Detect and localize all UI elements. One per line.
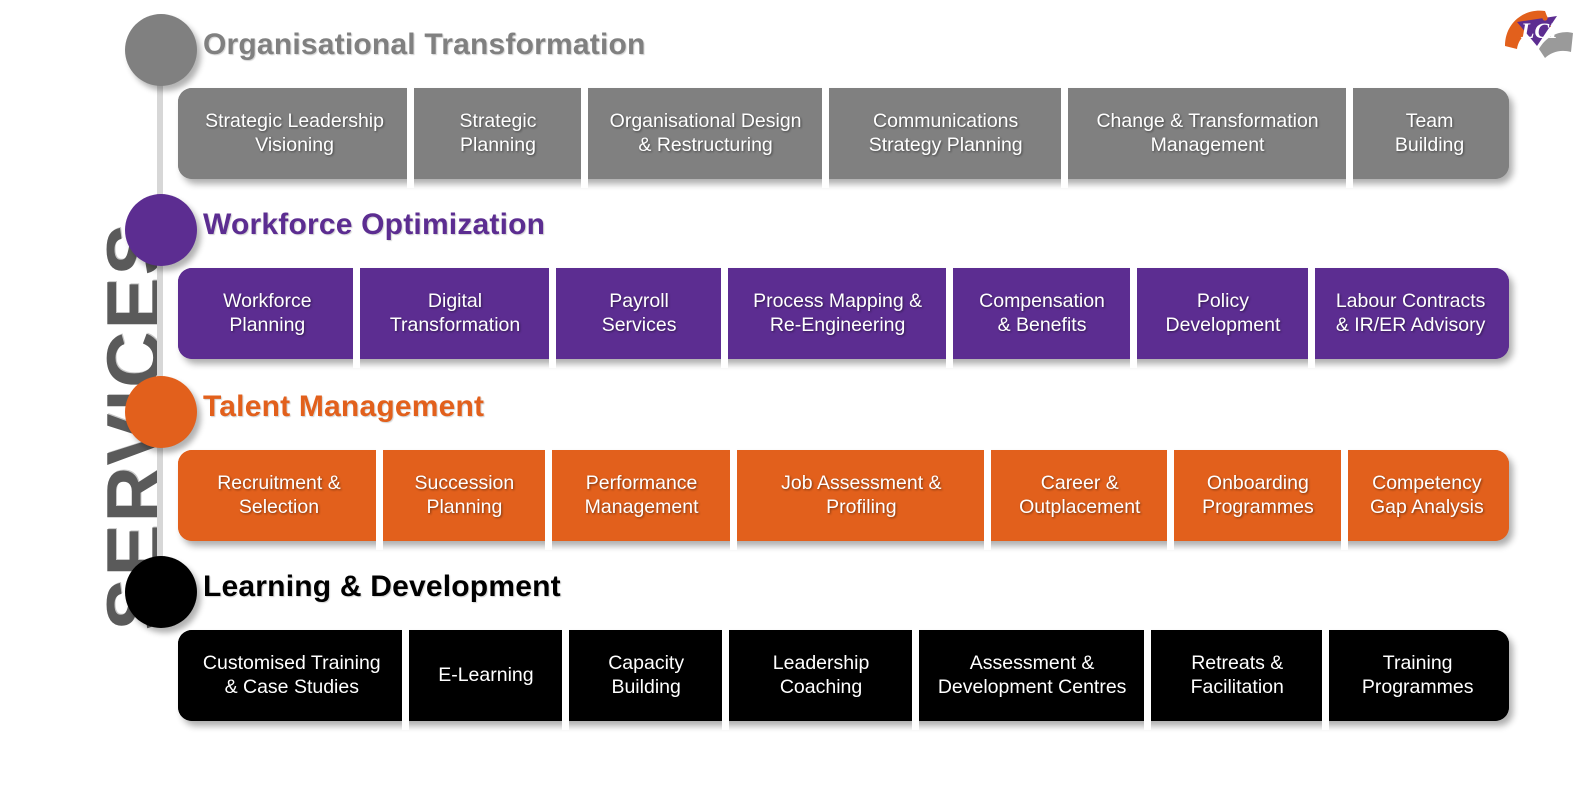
service-segment[interactable]: Strategic Leadership Visioning <box>178 88 412 179</box>
row-heading: Talent Management <box>203 390 485 423</box>
service-segment[interactable]: Strategic Planning <box>407 79 585 188</box>
row-heading: Learning & Development <box>203 570 561 603</box>
service-segment[interactable]: Assessment & Development Centres <box>912 621 1149 730</box>
service-segment[interactable]: Customised Training & Case Studies <box>178 630 406 721</box>
service-segment[interactable]: Recruitment & Selection <box>178 450 380 541</box>
row-bullet-circle <box>125 14 197 86</box>
service-segment[interactable]: Succession Planning <box>375 441 549 550</box>
service-segment[interactable]: Performance Management <box>544 441 735 550</box>
service-segment[interactable]: Process Mapping & Re-Engineering <box>720 259 951 368</box>
row-heading: Workforce Optimization <box>203 208 546 241</box>
row-bullet-circle <box>125 194 197 266</box>
service-segment[interactable]: Job Assessment & Profiling <box>730 441 989 550</box>
svg-text:LCI: LCI <box>1520 18 1559 43</box>
service-segment[interactable]: Change & Transformation Management <box>1061 79 1351 188</box>
service-segment[interactable]: Digital Transformation <box>352 259 554 368</box>
service-segment[interactable]: E-Learning <box>401 621 567 730</box>
service-segment[interactable]: Retreats & Facilitation <box>1144 621 1327 730</box>
service-segment[interactable]: Organisational Design & Restructuring <box>580 79 827 188</box>
lci-logo: LCI <box>1491 2 1583 60</box>
service-segment[interactable]: Compensation & Benefits <box>946 259 1134 368</box>
row-heading: Organisational Transformation <box>203 28 646 61</box>
service-segment[interactable]: Capacity Building <box>562 621 727 730</box>
service-segment[interactable]: Policy Development <box>1129 259 1313 368</box>
row-bullet-circle <box>125 556 197 628</box>
service-segment[interactable]: Labour Contracts & IR/ER Advisory <box>1308 259 1509 368</box>
service-segment[interactable]: Training Programmes <box>1322 621 1509 730</box>
service-segment[interactable]: Career & Outplacement <box>984 441 1172 550</box>
row-bullet-circle <box>125 376 197 448</box>
service-segment[interactable]: Onboarding Programmes <box>1167 441 1345 550</box>
service-segment[interactable]: Competency Gap Analysis <box>1340 441 1510 550</box>
service-segment[interactable]: Payroll Services <box>549 259 725 368</box>
service-segment[interactable]: Leadership Coaching <box>722 621 917 730</box>
service-segment[interactable]: Communications Strategy Planning <box>822 79 1066 188</box>
service-segment[interactable]: Team Building <box>1346 79 1509 188</box>
service-segment[interactable]: Workforce Planning <box>178 268 357 359</box>
timeline-spine <box>157 52 163 618</box>
